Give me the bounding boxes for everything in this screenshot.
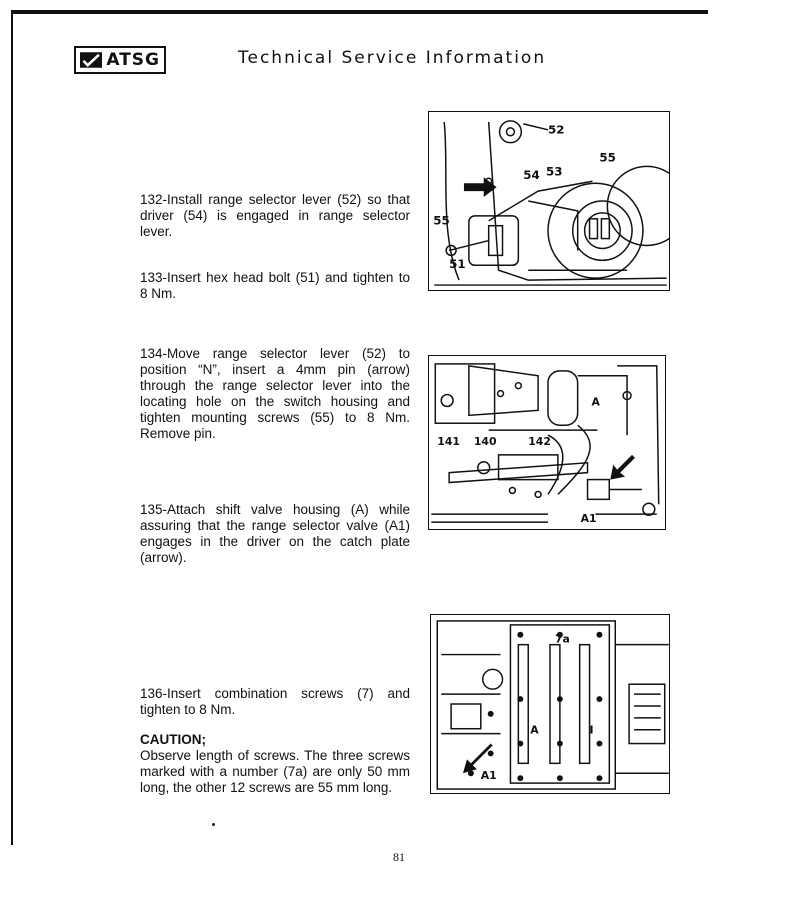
caution-title: CAUTION;: [140, 732, 206, 747]
fig2-label-142: 142: [528, 435, 551, 448]
step-133-text: 133-Insert hex head bolt (51) and tighte…: [140, 270, 410, 301]
fig2-label-A1: A1: [581, 512, 597, 525]
top-border-rule: [12, 10, 708, 14]
step-134-text: 134-Move range selector lever (52) to po…: [140, 346, 410, 441]
figure-combination-screws: 7a A I A1: [430, 614, 670, 794]
fig1-label-52: 52: [548, 123, 565, 137]
page-header-title: Technical Service Information: [238, 48, 547, 68]
atsg-logo: ATSG: [74, 46, 166, 74]
step-132-text: 132-Install range selector lever (52) so…: [140, 192, 410, 239]
shift-valve-housing-illustration: A 141 140 142 A1: [431, 363, 660, 525]
fig3-label-I: I: [590, 724, 594, 737]
fig2-label-140: 140: [474, 435, 497, 448]
fig3-label-7a: 7a: [555, 633, 570, 646]
fig1-label-54: 54: [523, 168, 540, 182]
step-136-block: 136-Insert combination screws (7) and ti…: [140, 686, 410, 796]
range-selector-illustration: 52 55 54 53 55 51: [433, 120, 669, 286]
combination-screws-illustration: 7a A I A1: [436, 620, 669, 790]
page-number: 81: [393, 850, 405, 864]
fig3-label-A: A: [530, 724, 539, 737]
fig2-label-A: A: [591, 395, 600, 408]
checkmark-logo-icon: [80, 52, 103, 68]
caution-text: Observe length of screws. The three scre…: [140, 748, 410, 795]
figure-shift-valve-housing: A 141 140 142 A1: [428, 355, 666, 530]
logo-text: ATSG: [106, 50, 160, 70]
fig1-label-53: 53: [546, 164, 563, 178]
stray-mark: [212, 823, 215, 826]
figure-range-selector-lever: 52 55 54 53 55 51: [428, 111, 670, 291]
step-135-text: 135-Attach shift valve housing (A) while…: [140, 502, 410, 565]
step-136-text: 136-Insert combination screws (7) and ti…: [140, 686, 410, 717]
fig1-label-51: 51: [449, 257, 466, 271]
fig3-label-A1: A1: [481, 769, 497, 782]
fig1-label-55-left: 55: [433, 214, 450, 228]
left-border-rule: [11, 10, 13, 845]
fig2-label-141: 141: [437, 435, 460, 448]
fig1-label-55-top: 55: [599, 150, 616, 164]
